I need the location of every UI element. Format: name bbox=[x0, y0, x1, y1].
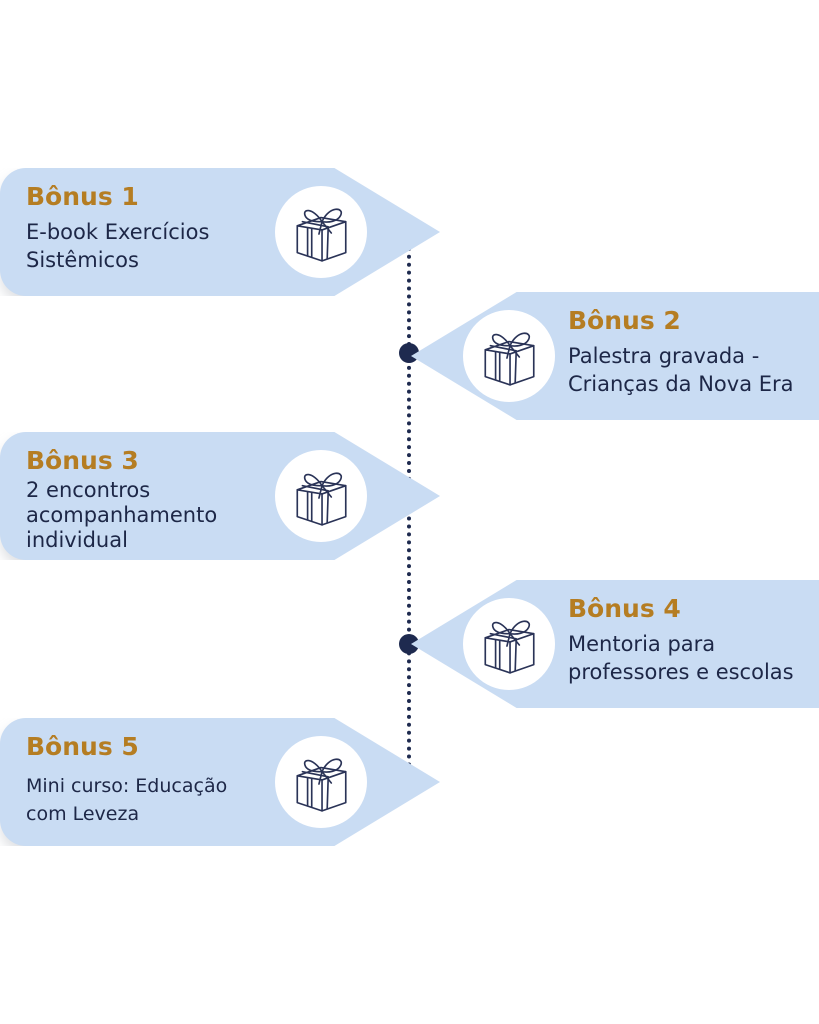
timeline-dot-4 bbox=[399, 634, 419, 654]
bonus-description-line: com Leveza bbox=[26, 803, 140, 825]
gift-circle bbox=[463, 310, 555, 402]
gift-box-icon bbox=[296, 208, 347, 262]
bonus-description-line: acompanhamento bbox=[26, 503, 218, 527]
bonus-card-4: Bônus 4 Mentoria para professores e esco… bbox=[411, 580, 819, 708]
bonus-description-line: professores e escolas bbox=[568, 660, 794, 684]
gift-circle bbox=[275, 736, 367, 828]
bonus-description-line: Crianças da Nova Era bbox=[568, 372, 794, 396]
gift-box-icon bbox=[484, 620, 535, 674]
bonus-description-line: individual bbox=[26, 528, 128, 552]
gift-box-icon bbox=[296, 758, 347, 812]
bonus-card-3: Bônus 3 2 encontros acompanhamento indiv… bbox=[0, 432, 440, 560]
bonus-description-line: Mentoria para bbox=[568, 632, 716, 656]
bonus-title: Bônus 3 bbox=[26, 446, 139, 475]
bonus-description-line: E-book Exercícios bbox=[26, 220, 210, 244]
bonus-card-1: Bônus 1 E-book Exercícios Sistêmicos bbox=[0, 168, 440, 296]
bonus-description-line: Sistêmicos bbox=[26, 248, 139, 272]
gift-circle bbox=[275, 450, 367, 542]
bonus-description-line: Palestra gravada - bbox=[568, 344, 760, 368]
bonus-description-line: 2 encontros bbox=[26, 478, 151, 502]
bonus-card-5: Bônus 5 Mini curso: Educação com Leveza bbox=[0, 718, 440, 846]
gift-box-icon bbox=[296, 472, 347, 526]
bonus-title: Bônus 1 bbox=[26, 182, 139, 211]
bonus-title: Bônus 5 bbox=[26, 732, 139, 761]
timeline-dot-2 bbox=[399, 343, 419, 363]
bonus-title: Bônus 2 bbox=[568, 306, 681, 335]
gift-box-icon bbox=[484, 332, 535, 386]
bonus-card-2: Bônus 2 Palestra gravada - Crianças da N… bbox=[411, 292, 819, 420]
bonus-title: Bônus 4 bbox=[568, 594, 681, 623]
gift-circle bbox=[463, 598, 555, 690]
bonus-description-line: Mini curso: Educação bbox=[26, 775, 228, 797]
gift-circle bbox=[275, 186, 367, 278]
